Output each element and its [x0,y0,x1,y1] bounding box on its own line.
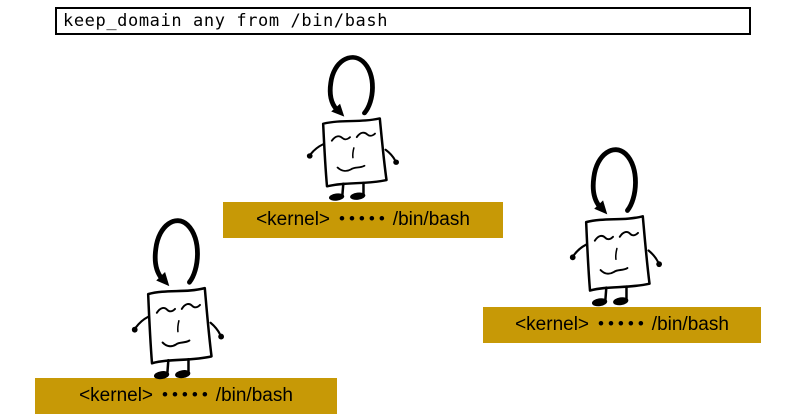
policy-rule-box: keep_domain any from /bin/bash [55,7,751,35]
domain-label-prefix: <kernel> [515,314,590,335]
domain-transition-dots: ••••• [598,314,648,333]
domain-label: <kernel> •••••/bin/bash [35,378,337,414]
policy-rule-text: keep_domain any from /bin/bash [63,11,389,31]
domain-label-suffix: /bin/bash [215,385,293,406]
domain-label: <kernel> •••••/bin/bash [483,307,761,343]
domain-label-suffix: /bin/bash [651,314,729,335]
process-figure-with-self-loop-icon [566,146,662,312]
domain-label-suffix: /bin/bash [392,209,470,230]
domain-transition-dots: ••••• [162,385,212,404]
domain-label-prefix: <kernel> [79,385,154,406]
domain-transition-dots: ••••• [339,209,389,228]
process-figure-with-self-loop-icon [303,54,399,206]
domain-label: <kernel> •••••/bin/bash [223,202,503,238]
domain-label-prefix: <kernel> [256,209,331,230]
process-figure-with-self-loop-icon [128,217,224,385]
